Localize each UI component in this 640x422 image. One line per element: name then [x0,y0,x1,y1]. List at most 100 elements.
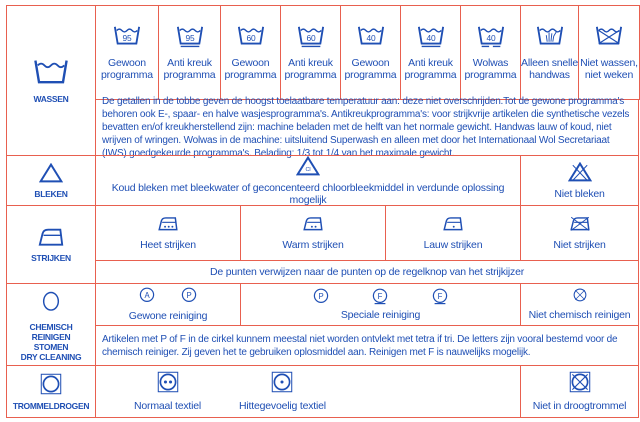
tumble-dry-icon [40,373,62,398]
svg-text:Cl: Cl [306,167,311,173]
label-line: Anti kreuk [408,57,453,70]
label-line: programma [404,69,457,82]
label-line: Gewoon [231,57,270,70]
no-dry-clean-icon [572,288,588,306]
no-tumble-cell: Niet in droogtrommel [520,365,639,418]
strijken-label: STRIJKEN [31,252,71,263]
no-tumble-icon [569,371,591,396]
strijken-category: STRIJKEN [6,205,96,284]
wassen-label: WASSEN [33,94,69,105]
label-line: handwas [529,69,570,82]
iron-hot-label: Heet strijken [140,238,196,251]
svg-text:A: A [144,291,150,300]
dry-clean-normal-label: Gewone reiniging [128,309,208,322]
label-line: Anti kreuk [288,57,333,70]
iron-warm-label: Warm strijken [282,238,344,251]
dry-clean-circle-icon [40,288,62,319]
wash-symbol-label: Niet wassen,niet weken [580,57,638,81]
bleken-category: BLEKEN [6,155,96,206]
label-line: niet weken [584,69,634,82]
bleach-allowed-cell: Cl Koud bleken met bleekwater of geconce… [95,155,521,206]
tumble-2dots-icon [157,371,179,396]
bleach-cl-icon: Cl [295,155,321,179]
iron-cool-label: Lauw strijken [423,238,483,251]
wash-temp-icon: 60 [297,24,325,51]
no-bleach-cell: Niet bleken [520,155,639,206]
wash-temp-icon: 95 [176,24,204,51]
svg-text:60: 60 [306,33,315,43]
no-bleach-label: Niet bleken [554,187,605,200]
wassen-category: WASSEN [6,5,96,156]
wash-temp-icon: 40 [357,24,385,51]
hand-wash-icon [536,24,564,51]
bleach-allowed-label: Koud bleken met bleekwater of geconcente… [111,181,505,206]
trommel-label: TROMMELDROGEN [12,400,90,411]
chemisch-note: Artikelen met P of F in de cirkel kunnem… [95,325,639,366]
label-line: Gewoon [108,57,146,70]
svg-text:F: F [378,292,383,301]
no-iron-cell: Niet strijken [520,205,639,261]
dry-clean-special-cell: P F F Speciale reiniging [240,283,521,326]
label-line: REINIGEN [31,331,71,342]
tumble-sensitive-label: Hittegevoelig textiel [239,400,326,412]
label-line: STOMEN [33,341,69,352]
svg-text:40: 40 [366,33,375,43]
wash-temp-icon: 40 [417,24,445,51]
label-line: Gewoon [351,57,390,70]
iron-3dots-icon [157,215,179,234]
svg-text:95: 95 [185,33,194,43]
svg-text:F: F [438,292,443,301]
tumble-1dot-icon [271,371,293,396]
iron-hot-cell: Heet strijken [95,205,241,261]
dry-clean-special-label: Speciale reiniging [340,308,421,321]
no-dry-clean-cell: Niet chemisch reinigen [520,283,639,326]
label-line: programma [163,69,216,82]
dry-clean-p-icon: P [312,288,330,308]
wassen-note: De getallen in de tobbe geven de hoogst … [95,96,639,159]
trommel-category: TROMMELDROGEN [6,365,96,418]
no-dry-clean-label: Niet chemisch reinigen [528,308,631,321]
svg-text:P: P [318,292,323,301]
tumble-allowed-cell: Normaal textiel Hittegevoelig textiel [95,365,521,418]
svg-text:40: 40 [486,33,495,43]
dry-clean-f-icon: F [371,288,389,308]
iron-cool-cell: Lauw strijken [385,205,521,261]
no-iron-icon [569,215,591,234]
dry-clean-f-icon: F [431,288,449,308]
chemisch-category: CHEMISCH REINIGEN STOMEN DRY CLEANING [6,283,96,366]
iron-icon [37,226,65,250]
svg-text:P: P [186,291,191,300]
strijken-note: De punten verwijzen naar de punten op de… [95,260,639,284]
label-line: Wolwas [472,57,509,70]
dry-clean-a-icon: A [138,287,156,307]
wash-temp-icon: 40 [477,24,505,51]
svg-text:40: 40 [426,33,435,43]
chemisch-label: CHEMISCH REINIGEN STOMEN DRY CLEANING [21,322,82,362]
label-line: DRY CLEANING [20,351,82,362]
wash-symbol-cell: Niet wassen,niet weken [578,5,640,100]
dry-clean-normal-cell: A P Gewone reiniging [95,283,241,326]
label-line: Alleen snelle [521,57,578,70]
tumble-normal-label: Normaal textiel [134,400,202,412]
label-line: programma [284,69,337,82]
washtub-icon [33,57,69,91]
label-line: Niet wassen, [580,57,638,70]
bleken-label: BLEKEN [34,188,68,199]
wash-temp-icon: 95 [113,24,141,51]
dry-clean-p-icon: P [180,287,198,307]
wash-temp-icon: 60 [237,24,265,51]
iron-1dot-icon [442,215,464,234]
iron-warm-cell: Warm strijken [240,205,386,261]
svg-text:95: 95 [123,33,132,43]
